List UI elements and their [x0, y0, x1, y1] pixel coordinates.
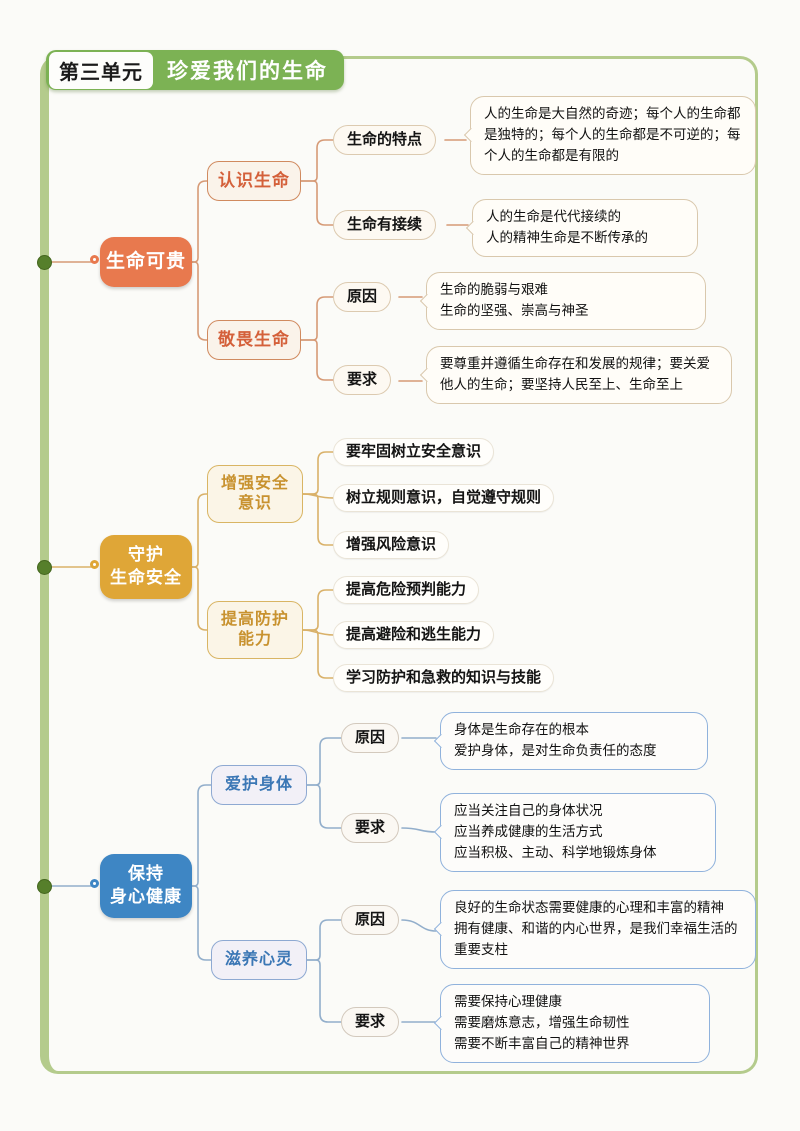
- pill-life-characteristics: 生命的特点: [333, 125, 437, 155]
- detail-mind-reason: 良好的生命状态需要健康的心理和丰富的精神 拥有健康、和谐的内心世界，是我们幸福生…: [440, 890, 756, 969]
- node-strengthen-safety-awareness: 增强安全 意识: [207, 465, 303, 523]
- pill-revere-reason: 原因: [333, 282, 392, 312]
- branch-life-is-precious: 生命可贵: [100, 237, 192, 287]
- leaf-escape-ability: 提高避险和逃生能力: [333, 621, 495, 649]
- detail-life-characteristics: 人的生命是大自然的奇迹；每个人的生命都是独特的；每个人的生命都是不可逆的；每个人…: [470, 96, 756, 175]
- leaf-establish-safety-awareness: 要牢固树立安全意识: [333, 438, 495, 466]
- title-bar: 第三单元 珍爱我们的生命: [46, 50, 344, 90]
- leaf-first-aid-knowledge: 学习防护和急救的知识与技能: [333, 664, 555, 692]
- detail-body-reason: 身体是生命存在的根本 爱护身体，是对生命负责任的态度: [440, 712, 708, 770]
- detail-body-requirement: 应当关注自己的身体状况 应当养成健康的生活方式 应当积极、主动、科学地锻炼身体: [440, 793, 716, 872]
- branch3-band-dot: [37, 879, 52, 894]
- node-care-for-body: 爱护身体: [211, 765, 307, 805]
- branch-keep-body-mind-health: 保持 身心健康: [100, 854, 192, 918]
- node-understand-life: 认识生命: [207, 161, 301, 201]
- pill-life-continuity: 生命有接续: [333, 210, 437, 240]
- node-improve-protection-ability: 提高防护 能力: [207, 601, 303, 659]
- branch1-band-dot: [37, 255, 52, 270]
- node-nourish-mind: 滋养心灵: [211, 940, 307, 980]
- node-revere-life: 敬畏生命: [207, 320, 301, 360]
- page-title: 珍爱我们的生命: [167, 60, 328, 83]
- pill-revere-requirement: 要求: [333, 365, 392, 395]
- leaf-risk-awareness: 增强风险意识: [333, 531, 450, 559]
- pill-mind-reason: 原因: [341, 905, 400, 935]
- detail-revere-requirement: 要尊重并遵循生命存在和发展的规律；要关爱他人的生命；要坚持人民至上、生命至上: [426, 346, 732, 404]
- leaf-danger-prediction: 提高危险预判能力: [333, 576, 480, 604]
- branch1-node-ring: [90, 255, 99, 264]
- branch2-node-ring: [90, 560, 99, 569]
- branch3-node-ring: [90, 879, 99, 888]
- pill-body-reason: 原因: [341, 723, 400, 753]
- detail-life-continuity: 人的生命是代代接续的 人的精神生命是不断传承的: [472, 199, 698, 257]
- branch-guard-life-safety: 守护 生命安全: [100, 535, 192, 599]
- pill-mind-requirement: 要求: [341, 1007, 400, 1037]
- detail-revere-reason: 生命的脆弱与艰难 生命的坚强、崇高与神圣: [426, 272, 706, 330]
- branch2-band-dot: [37, 560, 52, 575]
- leaf-rule-awareness: 树立规则意识，自觉遵守规则: [333, 484, 555, 512]
- pill-body-requirement: 要求: [341, 813, 400, 843]
- unit-badge: 第三单元: [49, 51, 153, 89]
- detail-mind-requirement: 需要保持心理健康 需要磨炼意志，增强生命韧性 需要不断丰富自己的精神世界: [440, 984, 710, 1063]
